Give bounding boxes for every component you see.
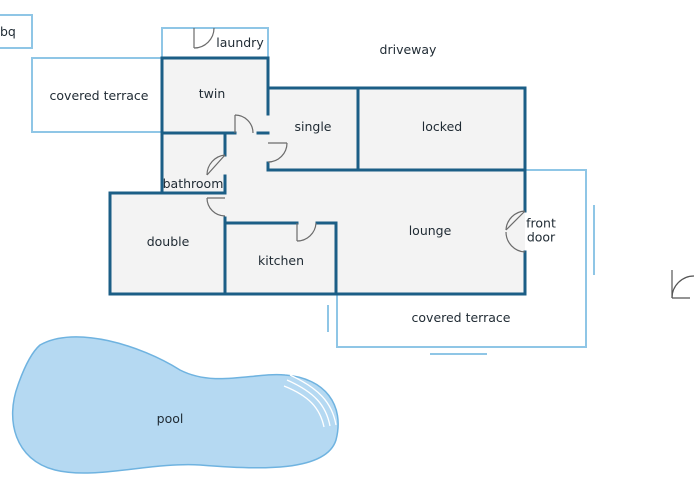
- walls: [108, 56, 527, 296]
- bbq-label: bq: [0, 24, 16, 40]
- room-fills: [110, 58, 525, 294]
- front-door: [505, 210, 526, 253]
- twin-door: [234, 114, 254, 134]
- covered-terrace-left-outline: [31, 57, 162, 133]
- twin-label: twin: [198, 86, 226, 102]
- pool-label: pool: [156, 411, 184, 427]
- lounge-label: lounge: [408, 223, 452, 239]
- single-door: [267, 142, 288, 163]
- covered-terrace-left-label: covered terrace: [49, 88, 149, 104]
- kitchen-room: [225, 223, 336, 294]
- bathroom-room: [162, 133, 225, 193]
- bathroom-label: bathroom: [162, 176, 224, 192]
- laundry-door: [193, 27, 215, 49]
- lounge-room: [268, 170, 525, 223]
- edge-gate: [671, 270, 695, 299]
- double-door: [206, 197, 226, 217]
- bathroom-door: [206, 154, 226, 176]
- hall-area: [225, 133, 268, 223]
- locked-label: locked: [421, 119, 463, 135]
- pool-shape: [11, 336, 339, 474]
- covered-terrace-bottom-outline: [336, 169, 587, 348]
- single-label: single: [294, 119, 332, 135]
- laundry-outline: [161, 27, 269, 58]
- bbq-area: [0, 14, 33, 49]
- driveway-label: driveway: [379, 42, 437, 58]
- outdoor-outlines: [0, 14, 595, 355]
- double-label: double: [146, 234, 190, 250]
- laundry-label: laundry: [216, 35, 264, 51]
- lounge-room-lower: [336, 223, 525, 294]
- doors: [193, 27, 695, 299]
- covered-terrace-bottom-label: covered terrace: [411, 310, 511, 326]
- front-door-label: front door: [526, 215, 556, 244]
- kitchen-door: [296, 222, 317, 242]
- kitchen-label: kitchen: [257, 253, 305, 269]
- double-room: [110, 193, 225, 294]
- locked-room: [358, 88, 525, 170]
- twin-room: [162, 58, 268, 133]
- single-room: [268, 88, 358, 170]
